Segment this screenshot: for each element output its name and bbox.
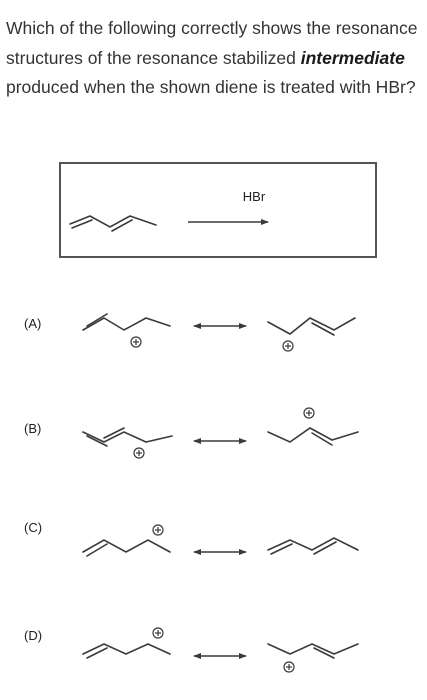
positive-charge-icon bbox=[283, 661, 295, 673]
option-b-left-structure bbox=[82, 427, 173, 447]
diene-structure bbox=[69, 215, 157, 232]
option-d-label[interactable]: (D) bbox=[24, 628, 43, 643]
positive-charge-icon bbox=[152, 524, 164, 536]
option-d-right-structure bbox=[267, 643, 359, 659]
positive-charge-icon bbox=[152, 627, 164, 639]
reaction-scheme-box: HBr bbox=[59, 162, 377, 258]
option-b-right-structure bbox=[267, 427, 359, 446]
reagent-label: HBr bbox=[242, 189, 266, 204]
question-part-2: produced when the shown diene is treated… bbox=[6, 77, 416, 97]
option-a-right-structure bbox=[267, 317, 356, 336]
option-a-left-structure bbox=[82, 313, 171, 331]
option-c-label[interactable]: (C) bbox=[24, 520, 43, 535]
positive-charge-icon bbox=[130, 336, 142, 348]
positive-charge-icon bbox=[282, 340, 294, 352]
option-b-label[interactable]: (B) bbox=[24, 421, 42, 436]
question-text: Which of the following correctly shows t… bbox=[6, 14, 424, 103]
option-a-label[interactable]: (A) bbox=[24, 316, 42, 331]
option-c-right-structure bbox=[267, 537, 359, 555]
option-d-left-structure bbox=[82, 643, 171, 659]
question-part-1: Which of the following correctly shows t… bbox=[6, 18, 418, 68]
positive-charge-icon bbox=[303, 407, 315, 419]
positive-charge-icon bbox=[133, 447, 145, 459]
option-c-left-structure bbox=[82, 539, 171, 557]
question-emphasis: intermediate bbox=[300, 47, 405, 68]
